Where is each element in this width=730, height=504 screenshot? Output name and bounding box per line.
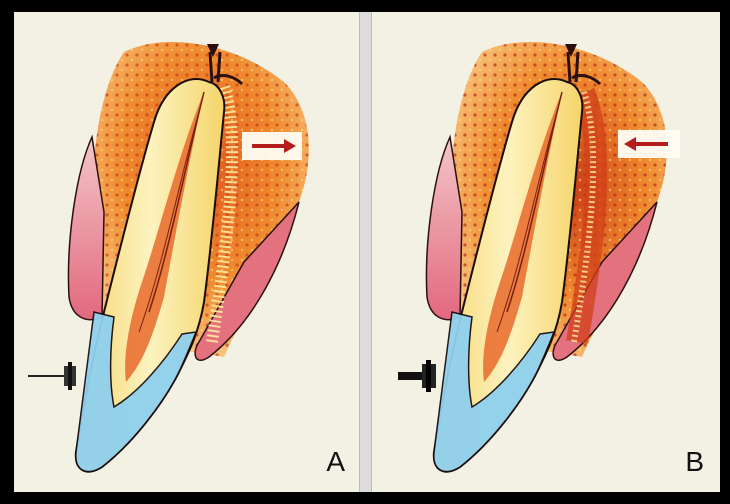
force-arrow-right: [242, 132, 302, 160]
panel-b: B: [372, 12, 720, 492]
panel-label-a: A: [326, 446, 345, 478]
force-arrow-left: [618, 130, 680, 158]
tooth-illustration-a: [14, 12, 359, 492]
panel-label-b: B: [685, 446, 704, 478]
orthodontic-bracket-a: [28, 362, 76, 390]
panel-divider: [359, 12, 372, 492]
tooth-illustration-b: [372, 12, 720, 492]
panel-a: A: [14, 12, 359, 492]
orthodontic-bracket-b: [398, 360, 436, 392]
